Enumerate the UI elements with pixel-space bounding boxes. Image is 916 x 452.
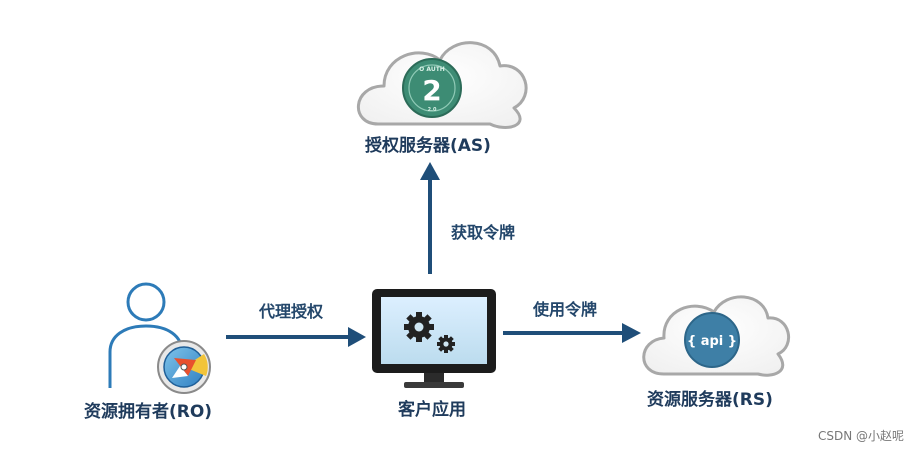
oauth2-badge-icon: O AUTH 2 2.0 <box>402 58 462 118</box>
arrow-proxy-authorization <box>226 327 366 347</box>
svg-text:2.0: 2.0 <box>428 107 437 113</box>
get-token-label: 获取令牌 <box>451 223 516 242</box>
monitor-gears-icon <box>372 289 496 388</box>
resource-owner-label: 资源拥有者(RO) <box>84 402 213 422</box>
cloud-api-icon: { api } <box>642 295 790 377</box>
api-badge-text: { api } <box>687 334 737 349</box>
arrow-use-token <box>503 323 641 343</box>
proxy-authorization-label: 代理授权 <box>259 302 324 321</box>
authorization-server-label: 授权服务器(AS) <box>365 136 491 156</box>
arrow-get-token <box>420 162 440 274</box>
oauth-badge-number: 2 <box>422 74 441 107</box>
client-app-label: 客户应用 <box>398 400 466 420</box>
svg-text:O AUTH: O AUTH <box>419 66 445 73</box>
use-token-label: 使用令牌 <box>533 300 598 319</box>
resource-server-label: 资源服务器(RS) <box>647 390 773 410</box>
watermark: CSDN @小赵呢 <box>817 429 904 443</box>
person-icon <box>108 282 184 388</box>
browser-compass-icon <box>157 340 211 394</box>
